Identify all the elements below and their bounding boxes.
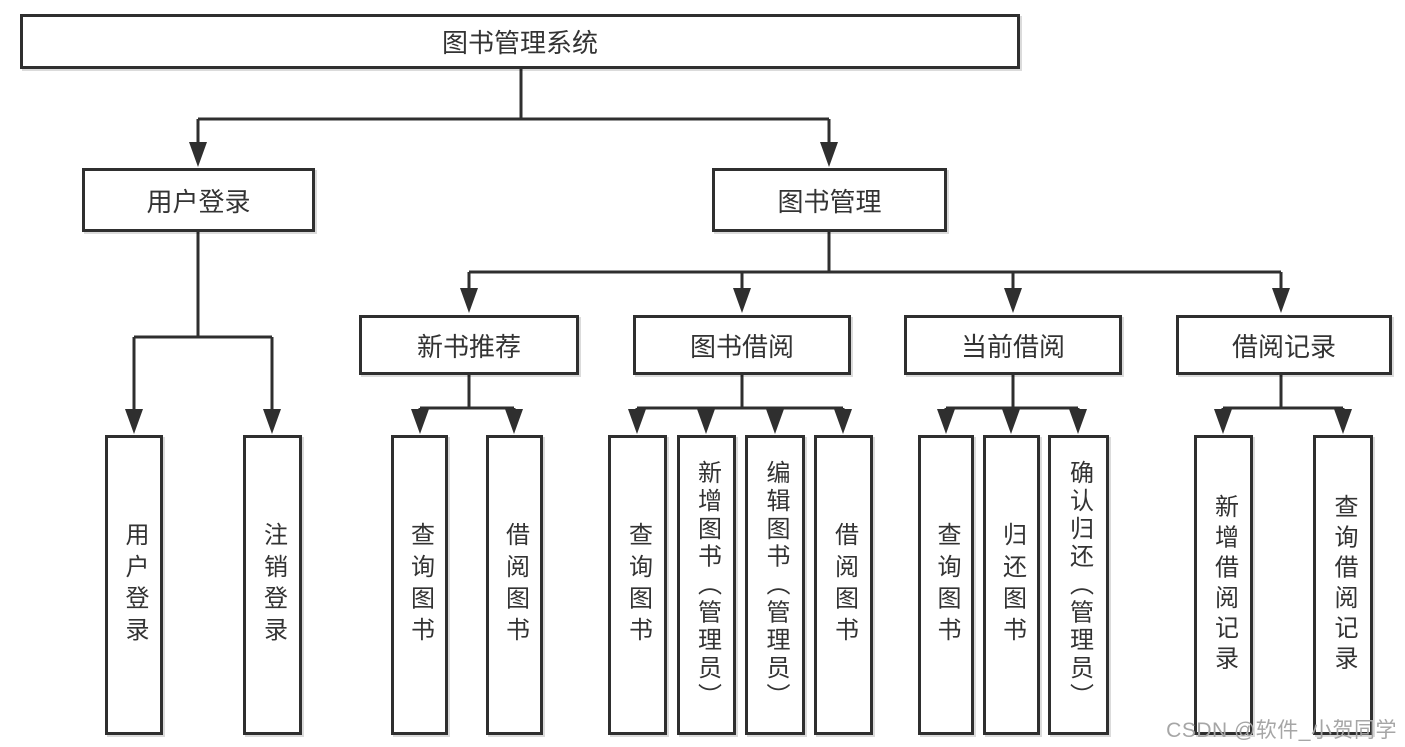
node-current-borrow: 当前借阅	[904, 315, 1122, 375]
leaf-add-books-admin: 新增图书（管理员）	[677, 435, 736, 735]
leaf-edit-books-admin: 编辑图书（管理员）	[745, 435, 805, 735]
node-label: 查询借阅记录	[1330, 494, 1357, 676]
arrowhead	[125, 409, 281, 434]
node-label: 图书管理	[777, 186, 882, 217]
arrowhead	[1214, 409, 1352, 434]
connector-book-borrow	[628, 375, 852, 434]
node-label: 当前借阅	[960, 331, 1065, 362]
node-label: 确认归还（管理员）	[1065, 459, 1093, 711]
connector-current-borrow	[937, 375, 1087, 434]
csdn-watermark: CSDN @软件_小贺同学	[1166, 719, 1397, 742]
leaf-query-borrow-record: 查询借阅记录	[1313, 435, 1373, 735]
node-user-login: 用户登录	[82, 168, 315, 232]
leaf-confirm-return-admin: 确认归还（管理员）	[1048, 435, 1109, 735]
node-new-book-recommend: 新书推荐	[359, 315, 579, 375]
node-label: 注销登录	[259, 521, 287, 649]
node-label: 新增图书（管理员）	[693, 459, 721, 711]
connector-user-login	[125, 232, 281, 434]
connector-root	[189, 69, 838, 167]
arrowhead	[628, 409, 852, 434]
node-label: 新增借阅记录	[1210, 494, 1238, 676]
leaf-query-books-recommend: 查询图书	[391, 435, 448, 735]
connector-new-book-recommend	[411, 375, 523, 434]
leaf-borrow-books-recommend: 借阅图书	[486, 435, 543, 735]
node-label: 借阅记录	[1231, 331, 1336, 362]
leaf-logout: 注销登录	[243, 435, 302, 735]
node-label: 用户登录	[121, 521, 148, 649]
arrowhead	[460, 288, 1290, 313]
node-label: 归还图书	[998, 521, 1026, 649]
arrowhead	[411, 409, 523, 434]
node-library-management-system: 图书管理系统	[20, 14, 1020, 69]
node-label: 编辑图书（管理员）	[762, 459, 789, 711]
node-label: 查询图书	[624, 521, 652, 649]
node-label: 图书借阅	[689, 331, 794, 362]
leaf-return-books: 归还图书	[983, 435, 1040, 735]
node-label: 借阅图书	[830, 521, 858, 649]
leaf-user-login: 用户登录	[105, 435, 163, 735]
node-label: 查询图书	[406, 521, 434, 649]
node-label: 图书管理系统	[441, 28, 598, 58]
connector-borrow-records	[1214, 375, 1352, 434]
leaf-query-books-current: 查询图书	[918, 435, 974, 735]
arrowhead	[937, 409, 1087, 434]
node-book-borrow: 图书借阅	[633, 315, 851, 375]
node-label: 用户登录	[146, 186, 251, 217]
node-borrow-records: 借阅记录	[1176, 315, 1392, 375]
node-label: 借阅图书	[501, 521, 529, 649]
arrowhead	[189, 142, 838, 167]
leaf-query-books-borrow: 查询图书	[608, 435, 667, 735]
leaf-add-borrow-record: 新增借阅记录	[1194, 435, 1253, 735]
leaf-borrow-books: 借阅图书	[814, 435, 873, 735]
node-label: 查询图书	[933, 521, 960, 649]
node-book-management: 图书管理	[712, 168, 947, 232]
connector-book-management	[460, 232, 1290, 313]
node-label: 新书推荐	[416, 331, 521, 362]
